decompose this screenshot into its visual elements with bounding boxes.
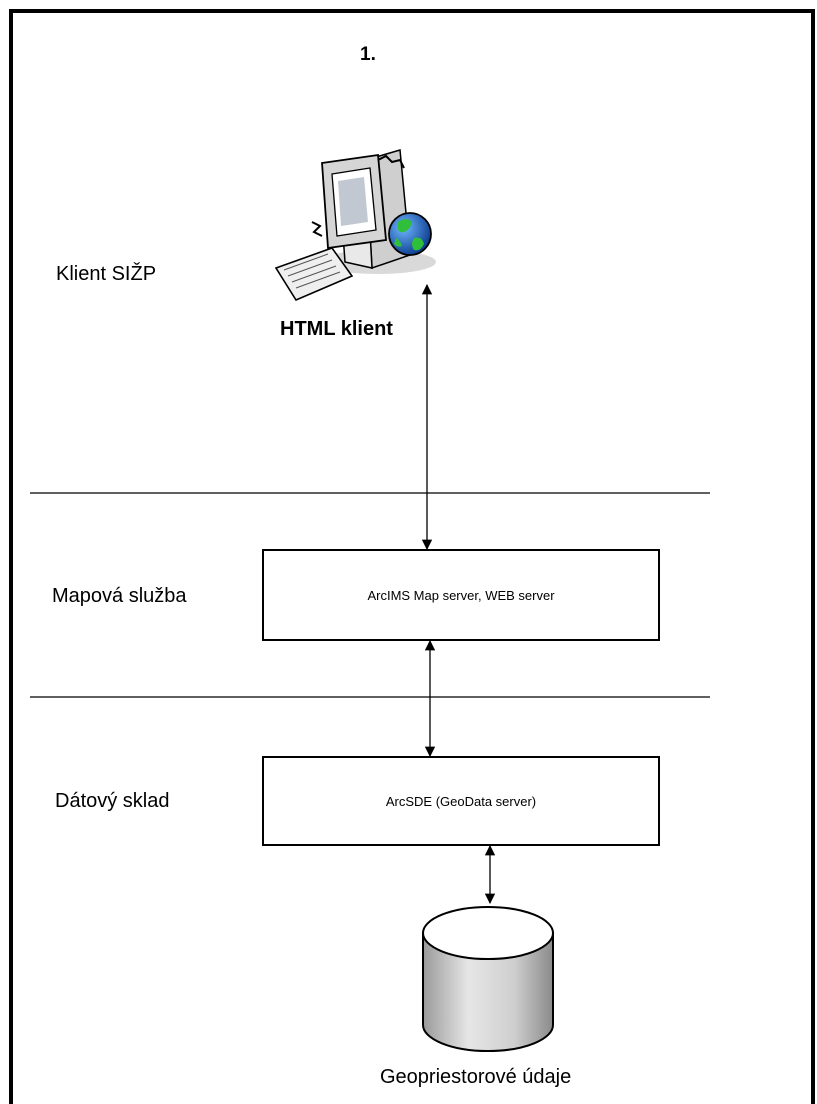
layer-label-storage: Dátový sklad (55, 790, 170, 812)
computer-with-globe-icon (274, 149, 436, 302)
geodata-server-label: ArcSDE (GeoData server) (385, 793, 537, 809)
diagram-frame (9, 9, 815, 1104)
database-cylinder-icon (422, 906, 554, 1052)
map-server-box: ArcIMS Map server, WEB server (262, 549, 660, 641)
database-caption: Geopriestorové údaje (380, 1066, 572, 1088)
client-caption: HTML klient (280, 318, 393, 340)
geodata-server-box: ArcSDE (GeoData server) (262, 756, 660, 846)
layer-label-service: Mapová služba (52, 585, 187, 607)
map-server-label: ArcIMS Map server, WEB server (367, 587, 555, 603)
layer-label-client: Klient SIŽP (56, 263, 157, 285)
diagram-title: 1. (360, 44, 376, 65)
